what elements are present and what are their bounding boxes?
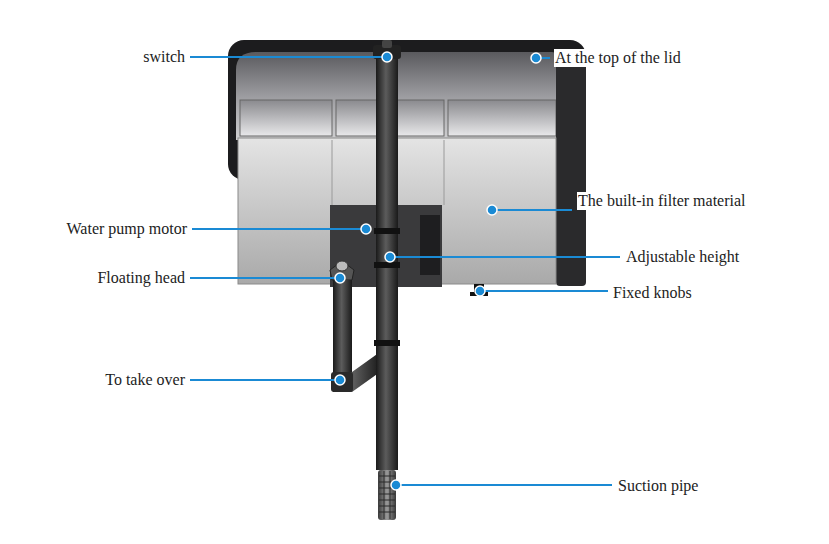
- leader-dots: [335, 52, 541, 490]
- part-label: To take over: [104, 371, 186, 389]
- part-label: At the top of the lid: [554, 49, 682, 67]
- part-label: Suction pipe: [617, 477, 699, 495]
- part-label: Water pump motor: [66, 220, 188, 238]
- part-label: switch: [142, 48, 186, 66]
- part-label: Fixed knobs: [612, 284, 693, 302]
- part-label: Floating head: [96, 269, 186, 287]
- leader-lines: [190, 57, 620, 485]
- part-label: The built-in filter material: [577, 192, 747, 210]
- part-label: Adjustable height: [625, 248, 740, 266]
